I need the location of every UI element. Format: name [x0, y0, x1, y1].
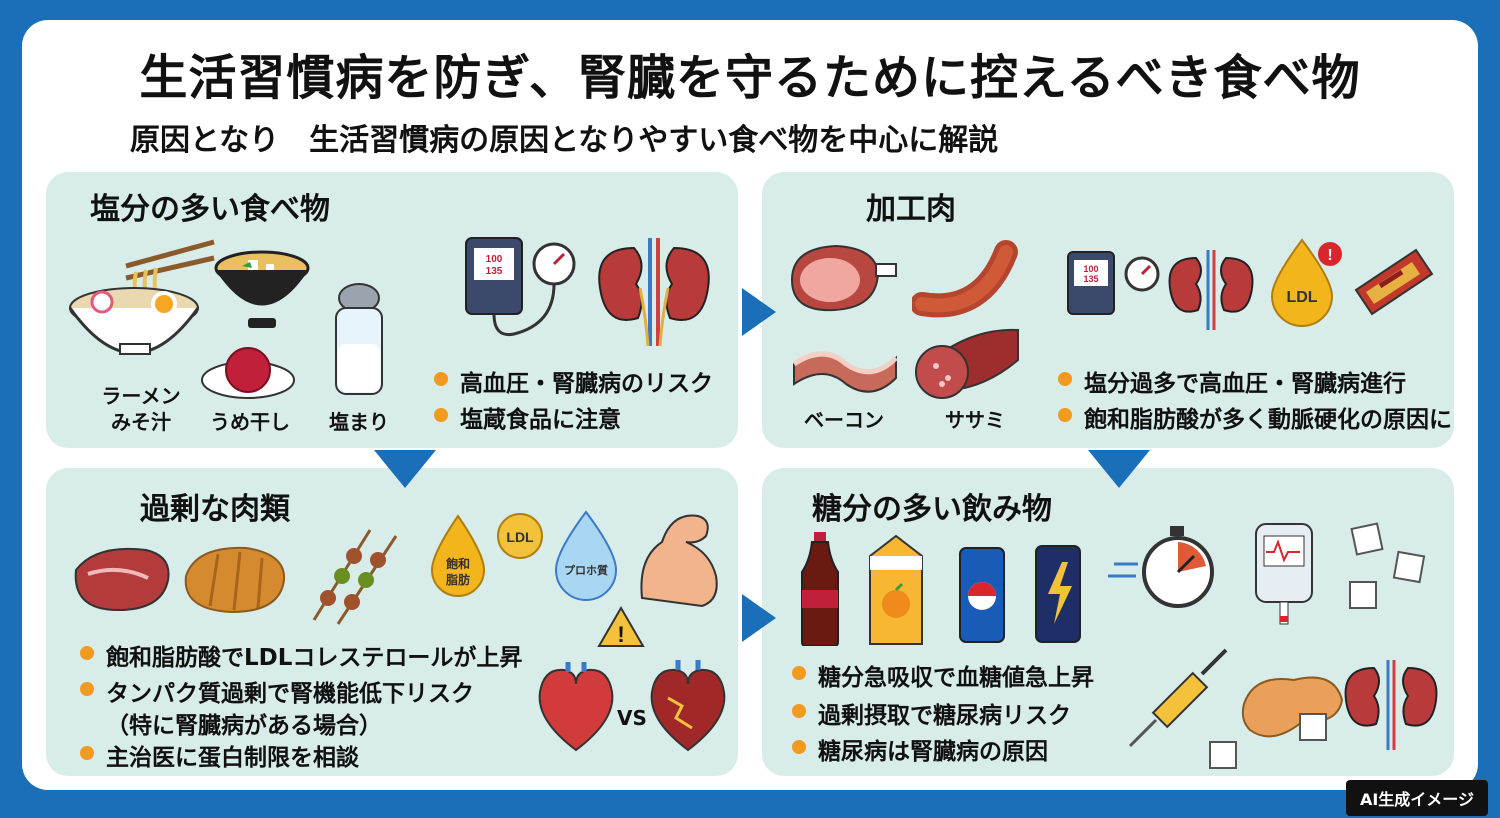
salami-icon [915, 328, 1019, 399]
ldl-icon: LDL [497, 513, 543, 559]
healthy-heart-icon [538, 662, 614, 752]
panel-title: 加工肉 [866, 192, 956, 227]
tonkatsu-icon [184, 546, 286, 614]
miso-soup-icon [214, 250, 310, 328]
yakitori-icon [312, 529, 398, 625]
drop-text-2: 脂肪 [445, 572, 470, 587]
bullet-item: 過剰摂取で糖尿病リスク [792, 696, 1071, 730]
bacon-icon [792, 351, 898, 393]
bullet-item: 糖尿病は腎臓病の原因 [792, 732, 1048, 766]
ldl-drop-icon: LDL ! [1270, 238, 1342, 327]
bullet-item: 高血圧・腎臓病のリスク [434, 364, 713, 398]
label-salt: 塩まり [329, 410, 389, 434]
panel-title: 過剰な肉類 [140, 492, 290, 527]
ai-generated-badge: AI生成イメージ [1345, 780, 1488, 816]
arrow-right-icon [742, 288, 776, 336]
meter-value-1: 100 [1083, 264, 1098, 274]
ldl-label: LDL [1286, 289, 1317, 306]
umeboshi-icon [201, 347, 295, 399]
label-ramen: ラーメン [101, 384, 181, 408]
bullet-note: （特に腎臓病がある場合） [106, 713, 382, 739]
ldl-label: LDL [506, 529, 534, 545]
ramen-icon [68, 239, 215, 355]
bullet-item: 主治医に蛋白制限を相談 [80, 738, 359, 772]
protein-label: プロホ質 [564, 563, 608, 577]
kidney-icon [1168, 250, 1254, 330]
sausage-icon [912, 240, 1018, 318]
pancreas-icon [1241, 676, 1344, 741]
ham-icon [790, 244, 897, 312]
artery-icon [1354, 248, 1434, 316]
bullet-item: 飽和脂肪酸が多く動脈硬化の原因に [1058, 400, 1452, 434]
bullet-item: 飽和脂肪酸でLDLコレステロールが上昇 [80, 638, 522, 672]
bullet-item: 塩分過多で高血圧・腎臓病進行 [1058, 364, 1406, 398]
kidney-icon [1344, 660, 1438, 750]
bullet-item: 糖分急吸収で血糖値急上昇 [792, 658, 1094, 692]
bullet-item: タンパク質過剰で腎機能低下リスク [80, 674, 474, 708]
svg-text:!: ! [1327, 247, 1332, 264]
label-miso: みそ汁 [111, 410, 171, 434]
panel-processed-meat: 加工肉 ベーコン ササミ 100 135 LDL ! [762, 172, 1454, 448]
muscle-arm-icon [640, 514, 718, 608]
salt-shaker-icon [335, 283, 383, 395]
glucose-meter-icon [1255, 523, 1313, 625]
label-bacon: ベーコン [804, 408, 884, 432]
arrow-down-icon [1088, 450, 1150, 488]
meter-value-2: 135 [486, 266, 503, 277]
panel-title: 塩分の多い食べ物 [90, 192, 330, 227]
arrow-down-icon [374, 450, 436, 488]
bullet-item: 塩蔵食品に注意 [434, 400, 621, 434]
syringe-icon [1128, 648, 1228, 748]
page-subtitle: 原因となり 生活習慣病の原因となりやすい食べ物を中心に解説 [130, 123, 999, 158]
energy-drink-icon [1035, 545, 1081, 643]
cola-bottle-icon [801, 532, 839, 646]
arrow-right-icon [742, 594, 776, 642]
protein-drop-icon: プロホ質 [554, 510, 618, 601]
soda-can-icon [959, 547, 1005, 643]
sugar-cubes-icon [1349, 522, 1426, 609]
blood-pressure-monitor-icon: 100 135 [1067, 251, 1160, 315]
meter-value-1: 100 [486, 254, 503, 265]
saturated-fat-drop-icon: 飽和 脂肪 [430, 514, 486, 597]
panel-excess-meat: 過剰な肉類 飽和 脂肪 LDL プロホ質 ! VS [46, 468, 738, 776]
drop-text-1: 飽和 [445, 556, 470, 571]
label-umeboshi: うめ干し [210, 410, 290, 434]
kidney-icon [598, 238, 710, 346]
blood-pressure-monitor-icon: 100 135 [465, 237, 576, 337]
warning-icon: ! [597, 606, 645, 647]
vs-label: VS [617, 706, 647, 730]
sugar-cube-icon [1209, 741, 1237, 769]
panel-salty-foods: 塩分の多い食べ物 ラーメン みそ汁 うめ干し 塩まり 100 1 [46, 172, 738, 448]
page-title: 生活習慣病を防ぎ、腎臓を守るために控えるべき食べ物 [139, 50, 1361, 106]
panel-sugary-drinks: 糖分の多い飲み物 [762, 468, 1454, 776]
damaged-heart-icon [650, 660, 726, 752]
svg-text:!: ! [617, 622, 624, 647]
meter-value-2: 135 [1083, 274, 1098, 284]
label-sasami: ササミ [945, 408, 1005, 432]
panel-title: 糖分の多い飲み物 [812, 492, 1052, 527]
steak-icon [74, 547, 170, 612]
juice-carton-icon [869, 534, 923, 645]
stopwatch-icon [1108, 526, 1214, 608]
